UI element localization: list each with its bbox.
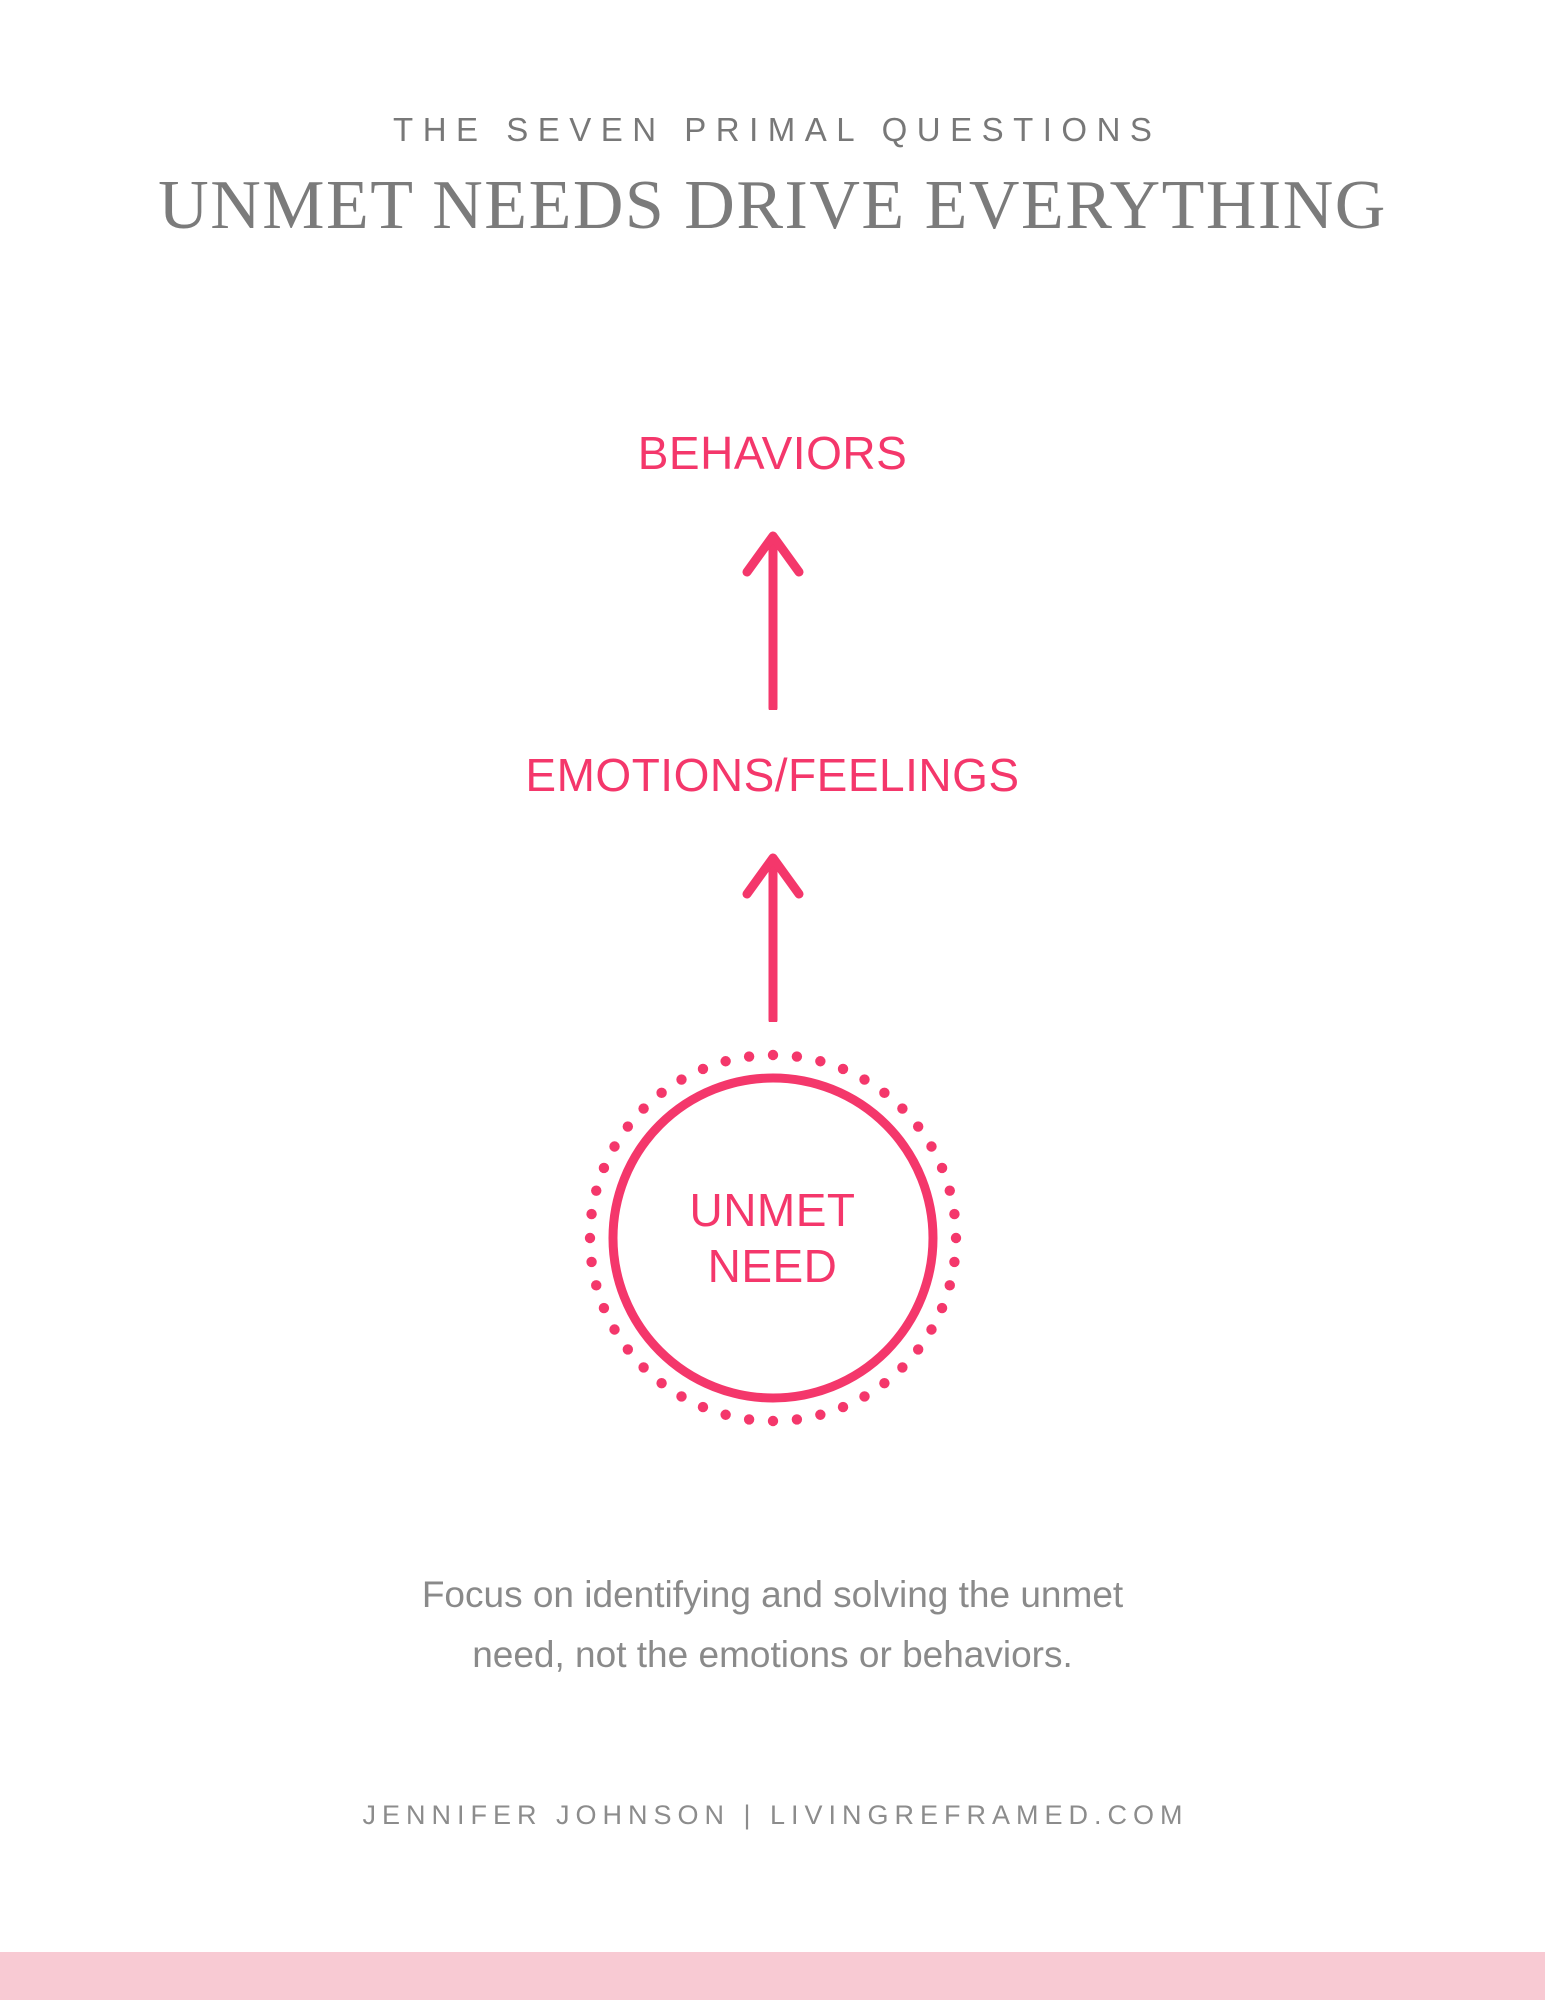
unmet-need-circle-outline [608, 1073, 937, 1403]
unmet-need-line-1: UNMET [689, 1183, 856, 1236]
flow-label-emotions-feelings: EMOTIONS/FEELINGS [525, 749, 1020, 801]
dotted-ring-icon [584, 1049, 961, 1427]
flow-diagram: BEHAVIORS EMOTIONS/FEELINGS UNMET [0, 430, 1545, 1428]
caption-line-1: Focus on identifying and solving the unm… [421, 1574, 1124, 1615]
arrow-emotions-to-behaviors [0, 524, 1545, 713]
eyebrow-text: THE SEVEN PRIMAL QUESTIONS [393, 111, 1162, 148]
caption-text: Focus on identifying and solving the unm… [0, 1565, 1545, 1685]
footer-credit: JENNIFER JOHNSON | LIVINGREFRAMED.COM [362, 1800, 1189, 1830]
unmet-need-label: UNMET NEED [583, 1048, 963, 1428]
page-header: THE SEVEN PRIMAL QUESTIONS UNMET NEEDS D… [0, 111, 1545, 247]
caption-line-2: need, not the emotions or behaviors. [472, 1633, 1073, 1675]
unmet-need-node: UNMET NEED [583, 1048, 963, 1428]
page-title: UNMET NEEDS DRIVE EVERYTHING [158, 167, 1387, 245]
flow-label-behaviors: BEHAVIORS [637, 427, 908, 479]
arrow-need-to-emotions [0, 846, 1545, 1025]
unmet-need-line-2: NEED [707, 1240, 838, 1292]
bottom-accent-bar [0, 1952, 1545, 2000]
